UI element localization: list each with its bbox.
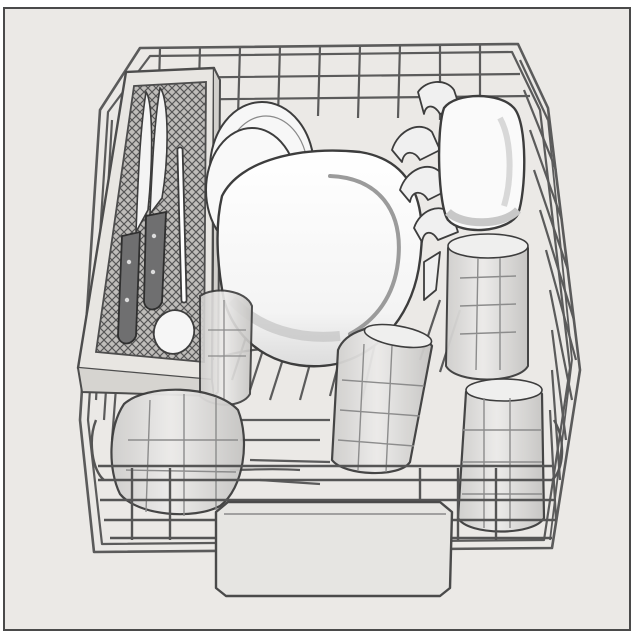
spoon	[152, 146, 196, 355]
mug	[437, 94, 526, 232]
cup-hooks	[391, 81, 461, 301]
glass-right-middle	[444, 233, 529, 381]
glass-front-left	[110, 388, 246, 516]
glass-left-middle	[199, 289, 254, 406]
knife-1	[117, 89, 153, 345]
glass-front-right	[456, 378, 546, 533]
glass-front-center	[330, 323, 434, 475]
knife-2	[143, 86, 168, 311]
rack-handle	[214, 500, 454, 598]
